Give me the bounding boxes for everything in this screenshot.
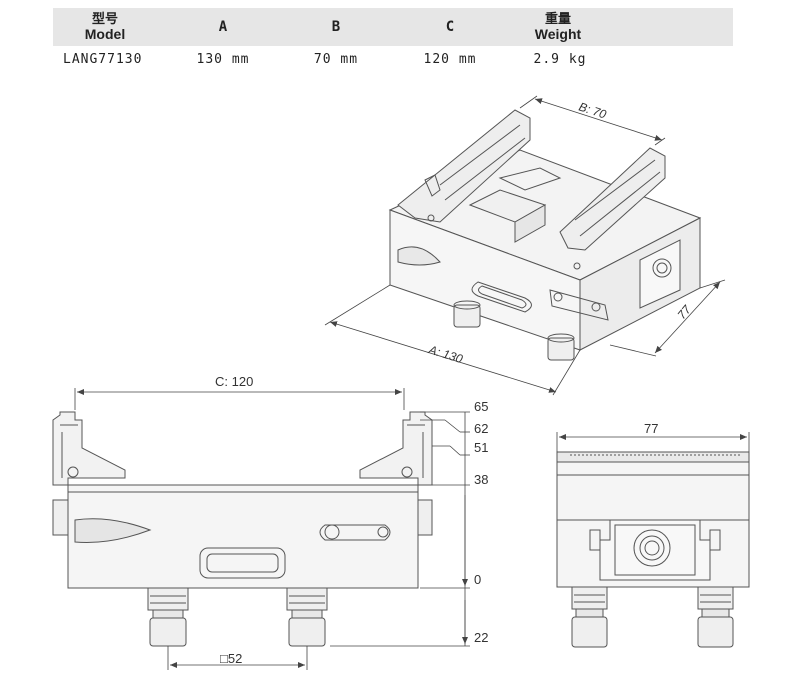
header-model: 型号 Model [84,11,126,42]
front-height-51: 51 [474,440,488,455]
side-view [556,451,750,648]
front-height-0: 0 [474,572,481,587]
isometric-view [388,109,702,361]
spec-table-row: LANG77130 130 mm 70 mm 120 mm 2.9 kg [53,46,733,72]
header-b: B [331,19,341,35]
iso-dim-a-label: A: 130 [426,342,465,366]
iso-dim-a [324,284,581,396]
cell-model: LANG77130 [63,52,143,67]
front-height-22: 22 [474,630,488,645]
front-view [52,411,433,647]
front-dim-c-label: C: 120 [215,374,253,389]
side-dim-width [556,432,750,452]
cell-a: 130 mm [196,52,250,67]
iso-dim-depth [609,279,726,357]
front-height-38: 38 [474,472,488,487]
front-height-62: 62 [474,421,488,436]
cell-b: 70 mm [313,52,359,67]
spec-table: 型号 Model A B C 重量 Weight LANG77130 130 m… [53,8,733,72]
iso-dim-depth-label: 77 [675,302,695,322]
front-height-scale [330,411,470,647]
cell-weight: 2.9 kg [533,52,587,67]
cell-c: 120 mm [423,52,477,67]
front-dim-pitch-label: □52 [220,651,242,666]
header-a: A [218,19,228,35]
front-height-65: 65 [474,399,488,414]
spec-table-header: 型号 Model A B C 重量 Weight [53,8,733,46]
front-dim-c [74,388,405,410]
iso-dim-b-label: B: 70 [577,100,608,122]
side-dim-width-label: 77 [644,421,658,436]
front-dim-pitch [167,646,308,670]
header-weight: 重量 Weight [534,11,582,42]
iso-dim-b [519,95,666,146]
header-c: C [445,19,455,35]
